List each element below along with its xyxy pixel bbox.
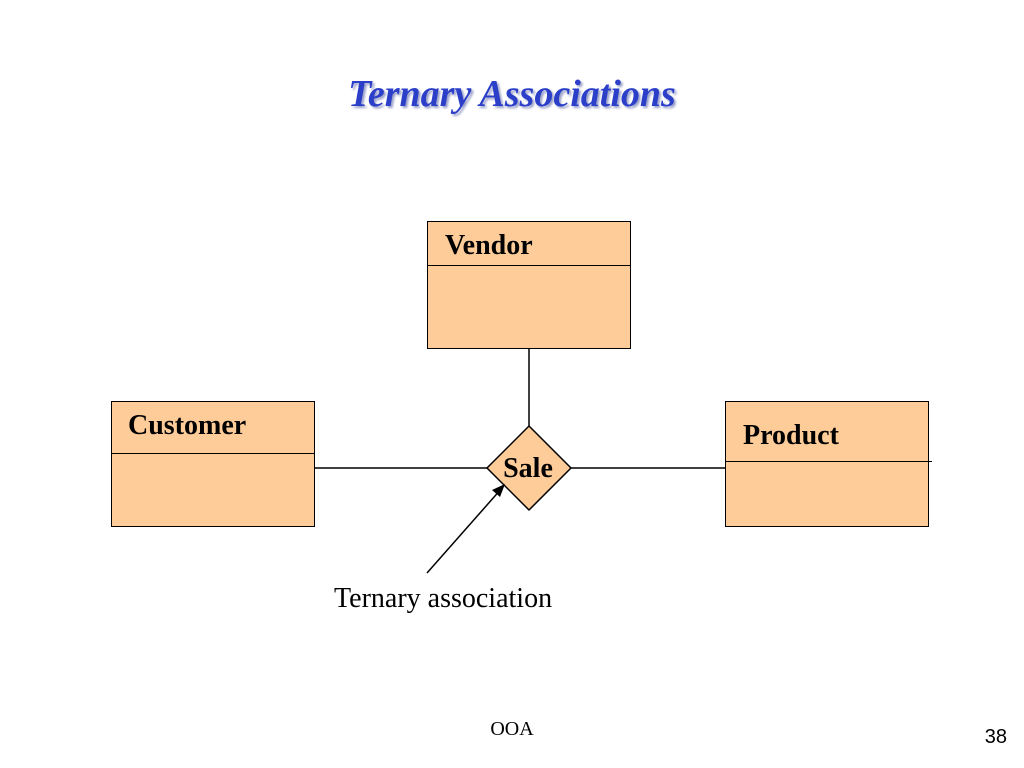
vendor-class: Vendor bbox=[427, 221, 631, 349]
arrow-head-icon bbox=[492, 484, 505, 497]
product-class: Product bbox=[725, 401, 932, 527]
slide-footer: OOA bbox=[490, 718, 534, 740]
vendor-class-name: Vendor bbox=[428, 222, 630, 266]
caption-arrow bbox=[426, 487, 503, 574]
sale-association-label: Sale bbox=[503, 453, 553, 484]
page-number: 38 bbox=[984, 726, 1007, 748]
customer-class: Customer bbox=[111, 401, 315, 527]
product-class-name: Product bbox=[726, 402, 932, 462]
slide-title: Ternary Associations bbox=[348, 73, 676, 115]
ternary-association-caption: Ternary association bbox=[334, 583, 553, 614]
sale-diamond bbox=[485, 424, 573, 512]
customer-class-name: Customer bbox=[112, 402, 314, 454]
